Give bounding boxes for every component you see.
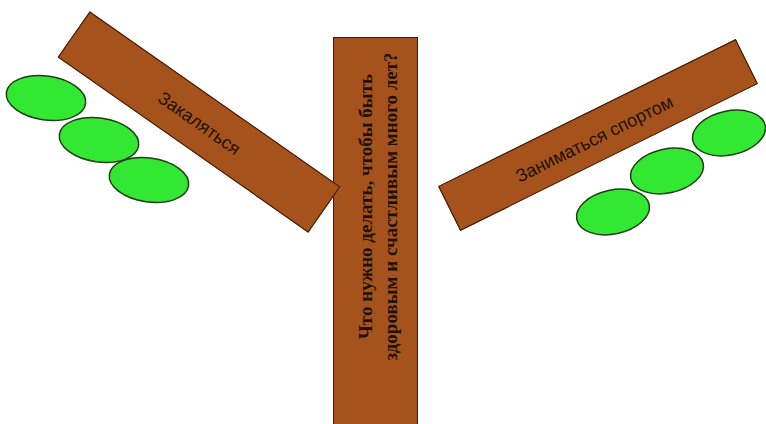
leaf xyxy=(3,71,88,126)
branch-box: Закаляться xyxy=(58,11,341,232)
leaf xyxy=(56,113,141,168)
leaf xyxy=(688,104,766,162)
node-label: Заниматься спортом xyxy=(435,43,755,235)
leaf xyxy=(626,142,708,200)
branch-box: Заниматься спортом xyxy=(438,39,758,231)
trunk-box: Что нужно делать, чтобы быть здоровым и … xyxy=(333,37,418,424)
leaf xyxy=(106,153,191,208)
node-label: Что нужно делать, чтобы быть здоровым и … xyxy=(334,41,419,371)
node-label: Закаляться xyxy=(58,13,341,234)
leaf xyxy=(572,183,654,241)
